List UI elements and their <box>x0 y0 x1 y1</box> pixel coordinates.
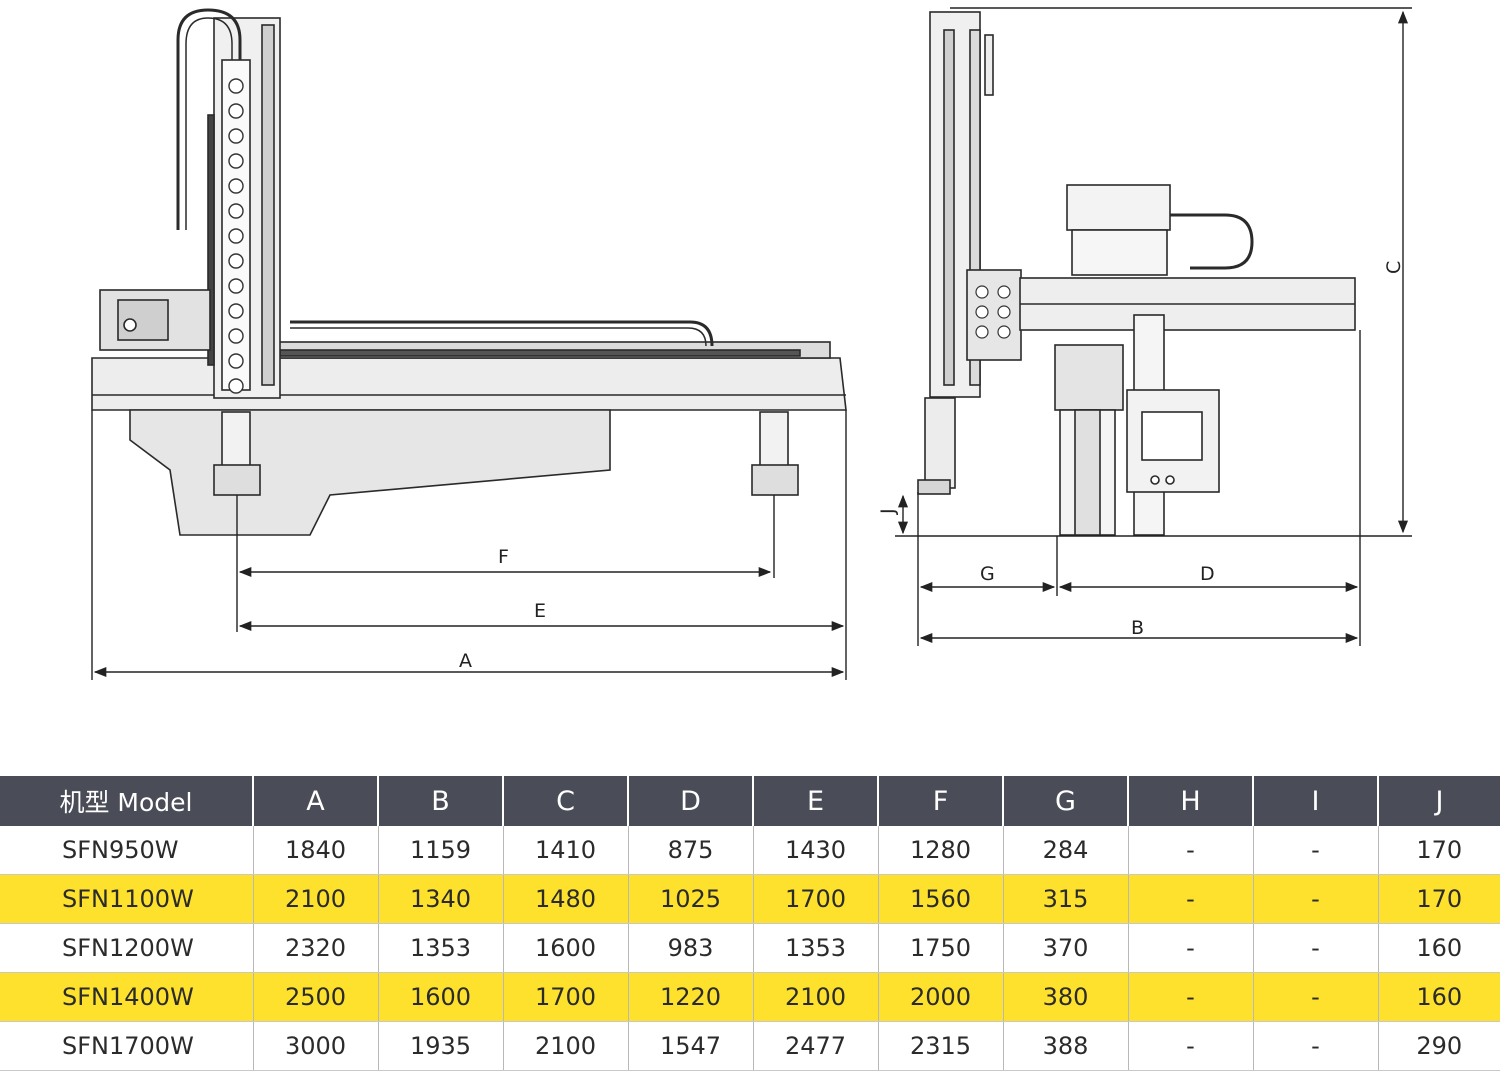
dim-label-e: E <box>534 600 546 622</box>
cell: 1220 <box>628 972 754 1022</box>
table-row: SFN1200W 2320 1353 1600 983 1353 1750 37… <box>0 923 1500 973</box>
dim-label-c: C <box>1383 261 1405 274</box>
side-dimensions <box>895 7 1412 646</box>
cell: - <box>1128 1021 1254 1071</box>
header-h: H <box>1128 776 1254 826</box>
cell-model: SFN1700W <box>0 1021 254 1071</box>
front-dimensions <box>91 410 847 680</box>
front-view <box>91 8 847 536</box>
cell: 1750 <box>878 923 1004 973</box>
technical-drawing: F E A <box>91 7 1412 680</box>
header-d: D <box>628 776 754 826</box>
table-row: SFN1100W 2100 1340 1480 1025 1700 1560 3… <box>0 874 1500 924</box>
cell: 160 <box>1378 972 1500 1022</box>
cell: 1840 <box>253 826 379 875</box>
cell: - <box>1253 1021 1379 1071</box>
header-g: G <box>1003 776 1129 826</box>
cell: 170 <box>1378 826 1500 875</box>
table-row: SFN1400W 2500 1600 1700 1220 2100 2000 3… <box>0 972 1500 1022</box>
header-i: I <box>1253 776 1379 826</box>
cell: 1480 <box>503 874 629 924</box>
cell: - <box>1128 972 1254 1022</box>
cell: 284 <box>1003 826 1129 875</box>
cell: 2320 <box>253 923 379 973</box>
cell: 1700 <box>503 972 629 1022</box>
cell: - <box>1128 874 1254 924</box>
cell-model: SFN950W <box>0 826 254 875</box>
cell: 170 <box>1378 874 1500 924</box>
cell: 1340 <box>378 874 504 924</box>
cell: - <box>1253 826 1379 875</box>
cell: 1410 <box>503 826 629 875</box>
cell: 3000 <box>253 1021 379 1071</box>
dim-label-d: D <box>1200 563 1215 585</box>
cell: 1280 <box>878 826 1004 875</box>
cell: 2477 <box>753 1021 879 1071</box>
cell: 380 <box>1003 972 1129 1022</box>
dim-label-f: F <box>498 546 509 568</box>
cell: - <box>1253 972 1379 1022</box>
cell: 875 <box>628 826 754 875</box>
dim-label-b: B <box>1131 617 1144 639</box>
header-b: B <box>378 776 504 826</box>
cell: 1560 <box>878 874 1004 924</box>
cell: 2000 <box>878 972 1004 1022</box>
cell: 1353 <box>378 923 504 973</box>
cell: - <box>1128 923 1254 973</box>
header-f: F <box>878 776 1004 826</box>
cell-model: SFN1200W <box>0 923 254 973</box>
cell: 370 <box>1003 923 1129 973</box>
cell: - <box>1253 923 1379 973</box>
cell: 1159 <box>378 826 504 875</box>
cell: 1700 <box>753 874 879 924</box>
cell: 2315 <box>878 1021 1004 1071</box>
header-c: C <box>503 776 629 826</box>
table-header-row: 机型 Model A B C D E F G H I J <box>0 776 1500 826</box>
cell: 1935 <box>378 1021 504 1071</box>
cell: 1547 <box>628 1021 754 1071</box>
dim-label-g: G <box>980 563 995 585</box>
cell: 315 <box>1003 874 1129 924</box>
cell: 1025 <box>628 874 754 924</box>
cell: 160 <box>1378 923 1500 973</box>
cell: 1600 <box>378 972 504 1022</box>
cell: 2100 <box>503 1021 629 1071</box>
cell: 388 <box>1003 1021 1129 1071</box>
cell: 983 <box>628 923 754 973</box>
dim-label-a: A <box>459 650 472 672</box>
cell: - <box>1253 874 1379 924</box>
side-view <box>917 11 1356 536</box>
machine-base <box>91 357 847 411</box>
header-model: 机型 Model <box>0 776 254 826</box>
header-e: E <box>753 776 879 826</box>
cell-model: SFN1400W <box>0 972 254 1022</box>
spec-table: 机型 Model A B C D E F G H I J SFN950W 184… <box>0 776 1500 1071</box>
gripper-right <box>751 464 799 496</box>
cell: 1600 <box>503 923 629 973</box>
cell: 290 <box>1378 1021 1500 1071</box>
table-row: SFN950W 1840 1159 1410 875 1430 1280 284… <box>0 826 1500 875</box>
cell: 1430 <box>753 826 879 875</box>
cell-model: SFN1100W <box>0 874 254 924</box>
header-a: A <box>253 776 379 826</box>
cell: 1353 <box>753 923 879 973</box>
cell: 2500 <box>253 972 379 1022</box>
cell: 2100 <box>253 874 379 924</box>
gripper-left <box>213 464 261 496</box>
table-row: SFN1700W 3000 1935 2100 1547 2477 2315 3… <box>0 1021 1500 1071</box>
dim-label-j: J <box>877 508 899 515</box>
cell: 2100 <box>753 972 879 1022</box>
header-j: J <box>1378 776 1500 826</box>
cell: - <box>1128 826 1254 875</box>
